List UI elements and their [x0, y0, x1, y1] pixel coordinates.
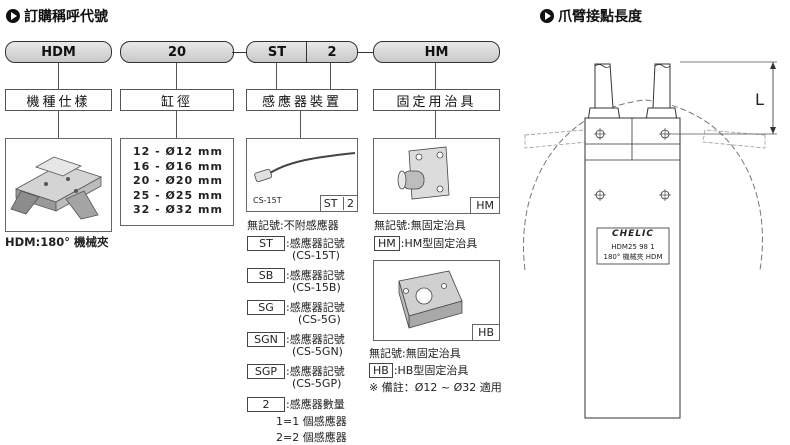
sensor-option-desc: 感應器記號	[289, 237, 345, 250]
hb-code-badge: HB	[369, 363, 393, 378]
sensor-code-badge: SGP	[247, 364, 285, 379]
bore-options-list: 12 - Ø12 mm 16 - Ø16 mm 20 - Ø20 mm 25 -…	[133, 145, 223, 218]
code-separator	[232, 52, 246, 53]
sensor-image-box: CS-15T ST 2	[246, 138, 358, 212]
code-pill-sensor: ST	[246, 41, 308, 63]
sensor-option-desc: 感應器記號	[289, 365, 345, 378]
mount-hm-desc: :HM型固定治具	[400, 237, 478, 250]
plate-model-line: HDM25 98 1	[611, 243, 655, 251]
connector-line	[58, 63, 59, 89]
code-pill-bore: 20	[120, 41, 234, 63]
sensor-option-desc: 感應器記號	[289, 333, 345, 346]
order-code-title-text: 訂購稱呼代號	[24, 9, 108, 25]
mount-hb-image-box: HB	[373, 260, 500, 341]
sensor-image	[254, 152, 356, 183]
bore-option: 25 - Ø25 mm	[133, 188, 223, 202]
model-caption: HDM:180° 機械夾	[5, 234, 108, 250]
hb-fixture-image	[398, 270, 463, 329]
sensor-qty-row: 2:感應器數量	[247, 396, 345, 412]
sensor-tag-count: 2	[343, 197, 354, 210]
hm-fixture-image	[397, 146, 450, 200]
sensor-model-label: CS-15T	[253, 196, 282, 205]
code-pill-sensor-qty: 2	[306, 41, 358, 63]
sensor-qty-badge: 2	[247, 397, 285, 412]
mount-hb-desc: :HB型固定治具	[393, 364, 469, 377]
sensor-option-row: SGN:感應器記號	[247, 331, 345, 347]
code-pill-model: HDM	[5, 41, 112, 63]
length-title-text: 爪臂接點長度	[558, 9, 642, 25]
header-bore: 缸徑	[120, 89, 234, 111]
sensor-option-model: (CS-5GN)	[292, 345, 343, 358]
sensor-option-model: (CS-5G)	[298, 313, 341, 326]
sensor-option-row: SB:感應器記號	[247, 267, 345, 283]
hb-tag: HB	[472, 324, 499, 340]
length-title: 爪臂接點長度	[540, 6, 642, 26]
mount-hb-none-note: 無記號:無固定治具	[369, 347, 461, 360]
connector-line	[330, 63, 331, 89]
mount-hm-none-note: 無記號:無固定治具	[374, 219, 466, 232]
mount-hb-option: HB:HB型固定治具	[369, 362, 468, 378]
header-mount: 固定用治具	[373, 89, 500, 111]
sensor-option-row: SGP:感應器記號	[247, 363, 345, 379]
bore-option: 16 - Ø16 mm	[133, 159, 223, 173]
sensor-qty-option: 2=2 個感應器	[276, 431, 347, 444]
connector-line	[435, 63, 436, 89]
header-sensor: 感應器裝置	[246, 89, 358, 111]
sensor-option-row: SG:感應器記號	[247, 299, 345, 315]
bore-options-box: 12 - Ø12 mm 16 - Ø16 mm 20 - Ø20 mm 25 -…	[120, 138, 234, 226]
sensor-code-badge: SG	[247, 300, 285, 315]
code-pill-mount: HM	[373, 41, 500, 63]
bore-option: 32 - Ø32 mm	[133, 203, 223, 216]
play-circle-icon	[540, 9, 554, 23]
bore-option: 12 - Ø12 mm	[133, 145, 223, 158]
sensor-tag-code: ST	[323, 197, 338, 210]
model-caption-text: HDM:180° 機械夾	[5, 235, 109, 249]
code-separator	[357, 52, 373, 53]
sensor-qty-desc: 感應器數量	[289, 398, 345, 411]
sensor-code-badge: SGN	[247, 332, 285, 347]
dimension-label-l: L	[755, 90, 764, 109]
connector-line	[276, 63, 277, 89]
play-circle-icon	[6, 9, 20, 23]
model-image-box	[5, 138, 112, 232]
watermark-logo	[226, 262, 239, 275]
header-model: 機種仕樣	[5, 89, 112, 111]
connector-line	[176, 111, 177, 138]
connector-line	[58, 111, 59, 138]
sensor-tag: ST 2	[319, 195, 357, 211]
plate-desc-line: 180° 機械夾 HDM	[603, 253, 663, 261]
sensor-option-row: ST:感應器記號	[247, 235, 345, 251]
mount-hm-option: HM:HM型固定治具	[374, 235, 477, 251]
bore-option: 20 - Ø20 mm	[133, 174, 223, 187]
hm-code-badge: HM	[374, 236, 400, 251]
sensor-option-model: (CS-15B)	[292, 281, 341, 294]
sensor-code-badge: ST	[247, 236, 285, 251]
order-code-title: 訂購稱呼代號	[6, 6, 108, 26]
connector-line	[176, 63, 177, 89]
sensor-none-note: 無記號:不附感應器	[247, 219, 339, 232]
mount-hb-note: ※ 備註：Ø12 ~ Ø32 適用	[369, 381, 502, 394]
sensor-qty-option: 1=1 個感應器	[276, 415, 347, 428]
sensor-option-desc: 感應器記號	[289, 269, 345, 282]
sensor-option-desc: 感應器記號	[289, 301, 345, 314]
gripper-product-image	[10, 156, 102, 220]
brand-label: CHELIC	[612, 229, 654, 239]
gripper-length-diagram	[523, 61, 777, 419]
connector-line	[300, 111, 301, 138]
sensor-option-model: (CS-5GP)	[292, 377, 342, 390]
sensor-code-badge: SB	[247, 268, 285, 283]
connector-line	[435, 111, 436, 138]
sensor-option-model: (CS-15T)	[292, 249, 340, 262]
hm-tag: HM	[470, 197, 499, 213]
mount-hm-image-box: HM	[373, 138, 500, 214]
